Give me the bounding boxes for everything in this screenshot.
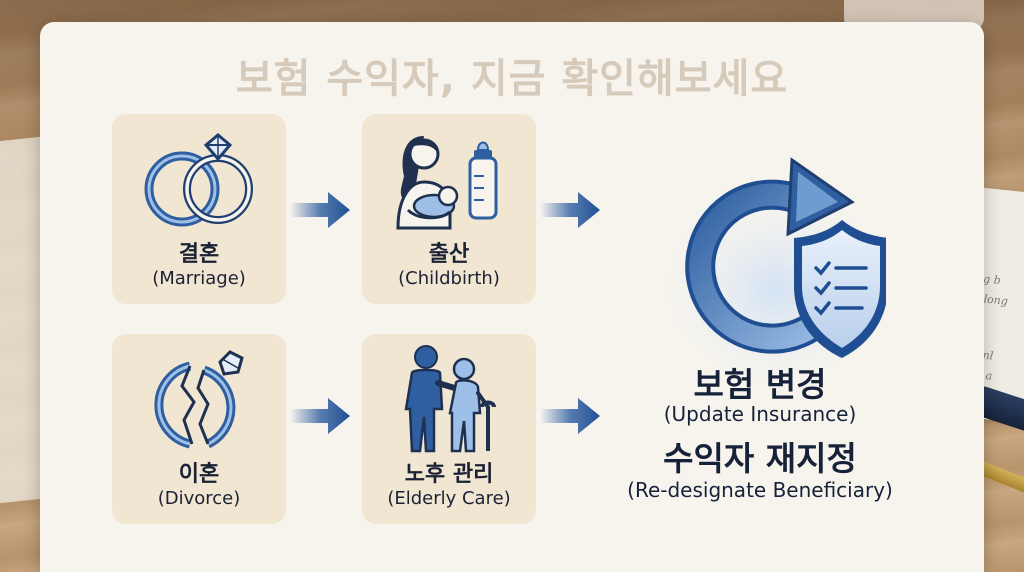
caregiver-elderly-icon [362, 344, 536, 454]
page-title: 보험 수익자, 지금 확인해보세요 [235, 56, 789, 102]
arrow-right-icon [540, 398, 600, 434]
infographic-card: 보험 수익자, 지금 확인해보세요 결혼 (Marriage) [40, 22, 984, 572]
event-label-en: (Divorce) [157, 488, 241, 509]
result-subtitle-en: (Re-designate Beneficiary) [627, 478, 893, 502]
event-label-ko: 노후 관리 [404, 462, 494, 487]
refresh-shield-checklist-icon [666, 157, 886, 380]
mother-baby-bottle-icon [362, 124, 536, 234]
event-tile-elderly-care: 노후 관리 (Elderly Care) [362, 334, 536, 524]
event-label-en: (Childbirth) [398, 268, 500, 289]
event-tile-divorce: 이혼 (Divorce) [112, 334, 286, 524]
broken-ring-icon [112, 344, 286, 454]
event-label-ko: 결혼 [178, 242, 220, 267]
event-tile-childbirth: 출산 (Childbirth) [362, 114, 536, 304]
wedding-rings-icon [112, 124, 286, 234]
event-tile-marriage: 결혼 (Marriage) [112, 114, 286, 304]
event-label-en: (Elderly Care) [387, 488, 511, 509]
arrow-right-icon [290, 398, 350, 434]
event-label-ko: 출산 [428, 242, 470, 267]
event-label-en: (Marriage) [152, 268, 246, 289]
arrow-right-icon [540, 192, 600, 228]
arrow-right-icon [290, 192, 350, 228]
event-label-ko: 이혼 [178, 462, 220, 487]
result-title-ko: 보험 변경 [693, 365, 827, 404]
result-subtitle-en: (Update Insurance) [663, 402, 857, 426]
result-title-ko: 수익자 재지정 [663, 439, 857, 478]
